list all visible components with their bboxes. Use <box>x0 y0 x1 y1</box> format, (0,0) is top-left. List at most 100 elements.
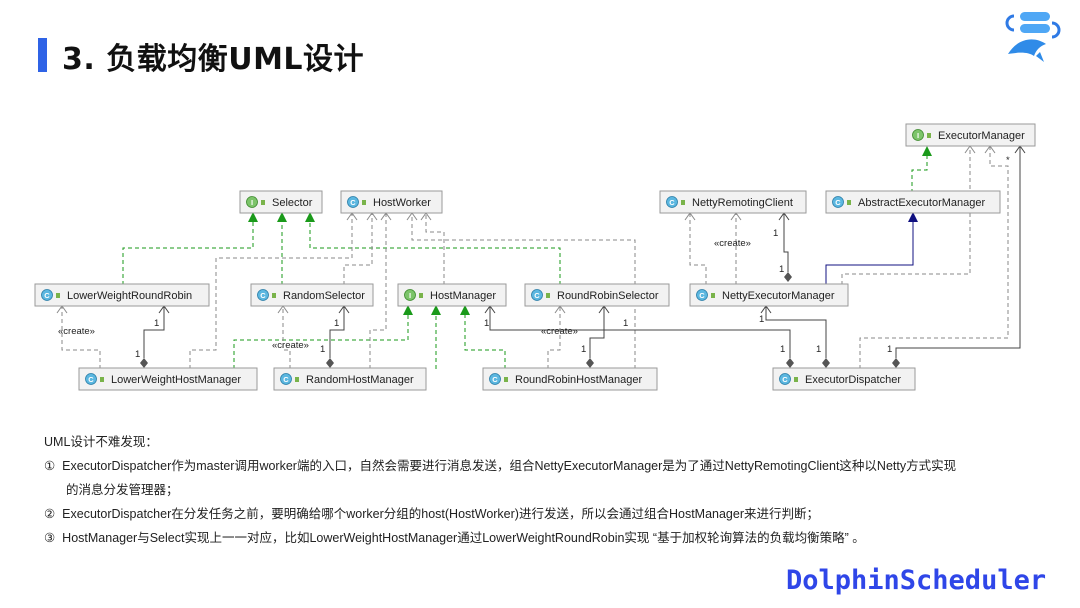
kind-letter: C <box>283 375 289 384</box>
diamond-nettyexecutormanager <box>784 272 792 282</box>
class-icon <box>280 373 292 385</box>
public-visibility-icon <box>419 293 423 298</box>
class-box-executor-manager: I ExecutorManager <box>905 123 1036 147</box>
class-name: HostManager <box>430 290 496 302</box>
multiplicity-labels: «create» «create» «create» «create» 1 1 … <box>58 155 1010 360</box>
public-visibility-icon <box>681 200 685 205</box>
kind-letter: I <box>409 291 411 300</box>
dep-lowerweighthostmanager-create <box>61 306 101 369</box>
dep-randomhostmanager-create <box>282 306 291 369</box>
note-item-2: ② ExecutorDispatcher在分发任务之前，要明确给哪个worker… <box>44 502 1054 526</box>
dep-nettyexecutormanager-executormanager-2 <box>841 146 971 285</box>
class-name: HostWorker <box>373 197 431 209</box>
public-visibility-icon <box>261 200 265 205</box>
comp-executordispatcher-nettyexecutormanager <box>765 306 827 358</box>
class-icon <box>696 289 708 301</box>
label-one: 1 <box>334 318 339 329</box>
class-name: RandomSelector <box>283 290 365 302</box>
label-create: «create» <box>541 326 578 337</box>
public-visibility-icon <box>504 377 508 382</box>
label-one: 1 <box>780 344 785 355</box>
class-name: NettyExecutorManager <box>722 290 835 302</box>
kind-letter: C <box>669 198 675 207</box>
realize-roundrobinselector-selector <box>309 222 561 285</box>
label-one: 1 <box>581 344 586 355</box>
comp-randomhostmanager-randomselector <box>329 306 345 358</box>
comp-executordispatcher-hostmanager <box>489 306 791 358</box>
class-name: RoundRobinHostManager <box>515 374 643 386</box>
label-one: 1 <box>759 314 764 325</box>
dep-nettyexecutormanager-client <box>689 213 707 285</box>
class-icon <box>41 289 53 301</box>
public-visibility-icon <box>100 377 104 382</box>
extends-nettyexecutormanager-abstractexecutormanager <box>825 222 914 285</box>
realization-lines <box>122 156 928 369</box>
class-name: ExecutorManager <box>938 130 1025 142</box>
kind-letter: C <box>534 291 540 300</box>
interface-icon <box>912 129 924 141</box>
kind-letter: C <box>492 375 498 384</box>
label-one: 1 <box>154 318 159 329</box>
label-one: 1 <box>779 264 784 275</box>
interface-icon <box>404 289 416 301</box>
label-create: «create» <box>272 340 309 351</box>
title-accent-bar <box>38 38 47 72</box>
public-visibility-icon <box>847 200 851 205</box>
notes-section: UML设计不难发现： ① ExecutorDispatcher作为master调… <box>44 430 1054 550</box>
realize-roundrobinhostmanager-hostmanager <box>464 315 506 369</box>
notes-intro: UML设计不难发现： <box>44 435 158 449</box>
composition-lines <box>143 146 1021 358</box>
diamond-executordispatcher-3 <box>892 358 900 368</box>
realize-abstractexecutormanager-executormanager <box>911 156 928 193</box>
dependency-lines <box>61 146 1009 369</box>
realize-lowerweightroundrobin-selector <box>122 222 254 285</box>
kind-letter: C <box>835 198 841 207</box>
class-icon <box>832 196 844 208</box>
label-one: 1 <box>320 344 325 355</box>
class-icon <box>666 196 678 208</box>
label-many: * <box>1006 155 1010 166</box>
class-icon <box>779 373 791 385</box>
connectors <box>56 145 1026 369</box>
dep-roundrobinhostmanager-create <box>547 306 561 369</box>
diamond-randomhostmanager <box>326 358 334 368</box>
dep-randomhostmanager-hostworker <box>369 213 387 369</box>
kind-letter: C <box>350 198 356 207</box>
note-1-text: ExecutorDispatcher作为master调用worker端的入口，自… <box>62 459 957 473</box>
label-one: 1 <box>816 344 821 355</box>
kind-letter: C <box>260 291 266 300</box>
class-icon <box>489 373 501 385</box>
dep-executordispatcher-executormanager <box>859 146 1009 369</box>
class-icon <box>531 289 543 301</box>
kind-letter: I <box>917 131 919 140</box>
class-box-random-selector: C RandomSelector <box>250 283 374 307</box>
dep-randomselector-hostworker <box>343 213 373 285</box>
label-one: 1 <box>887 344 892 355</box>
label-create: «create» <box>58 326 95 337</box>
diamond-executordispatcher-2 <box>822 358 830 368</box>
class-icon <box>347 196 359 208</box>
public-visibility-icon <box>794 377 798 382</box>
public-visibility-icon <box>272 293 276 298</box>
note-3-marker: ③ <box>44 531 56 545</box>
public-visibility-icon <box>546 293 550 298</box>
label-one: 1 <box>623 318 628 329</box>
diamond-lowerweighthostmanager <box>140 358 148 368</box>
uml-class-diagram: «create» «create» «create» «create» 1 1 … <box>34 123 1036 391</box>
interface-icon <box>246 196 258 208</box>
diamond-roundrobinhostmanager <box>586 358 594 368</box>
public-visibility-icon <box>56 293 60 298</box>
kind-letter: C <box>44 291 50 300</box>
note-2-marker: ② <box>44 507 56 521</box>
class-box-host-worker: C HostWorker <box>340 190 443 214</box>
note-1-marker: ① <box>44 459 56 473</box>
comp-nettyexecutormanager-nettyremotingclient <box>783 213 789 272</box>
public-visibility-icon <box>295 377 299 382</box>
